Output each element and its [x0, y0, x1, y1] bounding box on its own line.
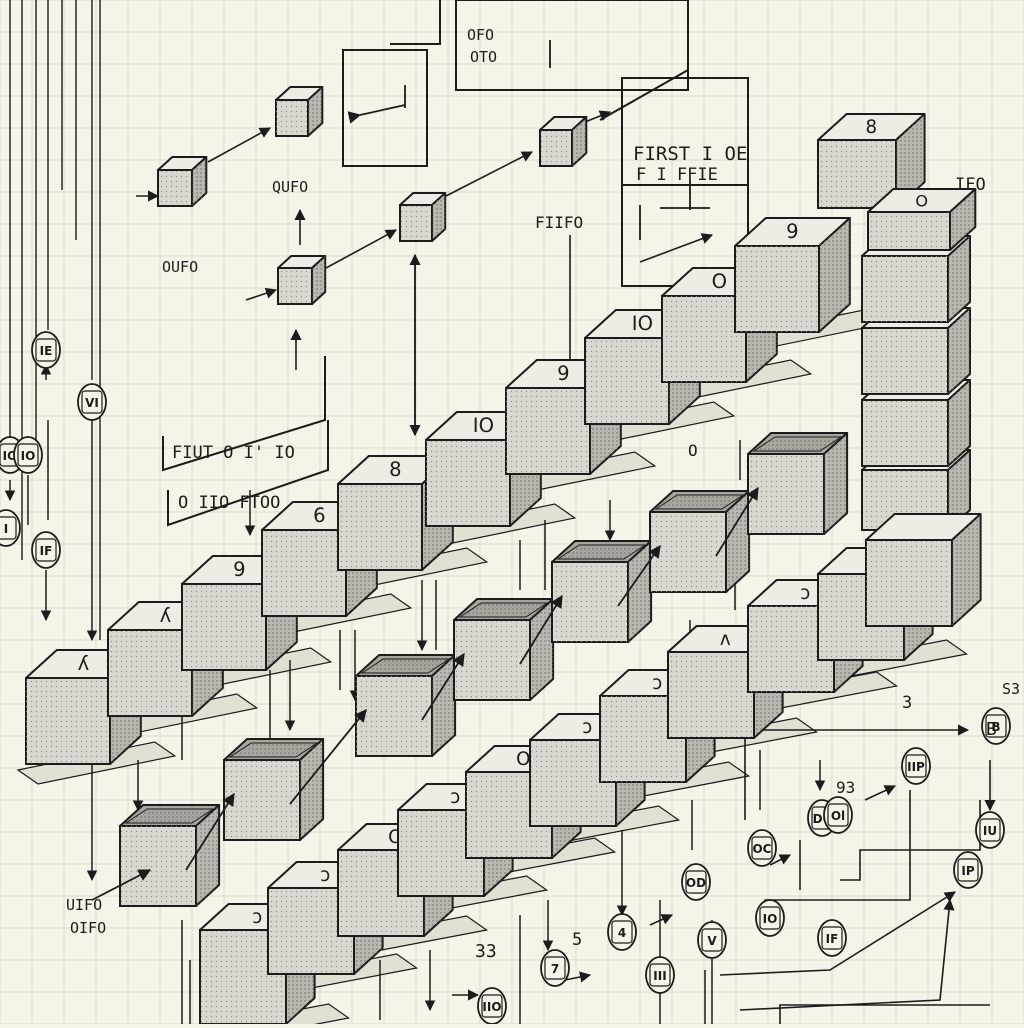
label-oto-top: OTO — [470, 48, 497, 66]
back-row-cube-7-label: 9 — [557, 362, 569, 385]
back-row-cube-10-label: 9 — [786, 220, 798, 243]
bottom-tag-15: IU — [976, 812, 1004, 848]
left-tag-1: IE — [32, 332, 60, 368]
label-first-line1: FIRST I OE — [633, 143, 747, 165]
label-qufo: QUFO — [272, 178, 308, 196]
bottom-tag-6: IO — [756, 900, 784, 936]
open-row-cube-4 — [454, 599, 553, 700]
top-stack-cube-2: O — [868, 189, 975, 250]
bottom-tag-9-label: Ol — [831, 809, 845, 823]
label-s3-mark: S3 — [1002, 680, 1020, 698]
left-tag-6: I — [0, 510, 20, 546]
label-num-33: 33 — [475, 941, 497, 962]
left-tag-5-label: IF — [40, 544, 53, 558]
bottom-tag-8-label: IIP — [907, 760, 925, 774]
open-row-cube-1 — [120, 805, 219, 906]
label-ofo-left: OUFO — [162, 258, 198, 276]
front-row-cube-1-label: ɔ — [252, 907, 262, 928]
open-row-cube-3 — [356, 655, 455, 756]
label-num-93: 93 — [836, 778, 855, 797]
bottom-tag-5: V — [698, 922, 726, 958]
open-row-cube-6 — [650, 491, 749, 592]
back-row-cube-8-label: IO — [632, 312, 653, 335]
bottom-tag-7: IF — [818, 920, 846, 956]
small-cube-2 — [276, 87, 322, 136]
bottom-tag-3: OC — [748, 830, 776, 866]
left-tag-2-label: VI — [85, 396, 99, 410]
bottom-tag-1-label: IIO — [482, 1000, 501, 1014]
left-tag-6-label: I — [4, 522, 8, 536]
bottom-tag-8: IIP — [902, 748, 930, 784]
label-num-5: 5 — [572, 930, 582, 950]
label-fifo-box: O IIO FTOO — [178, 493, 280, 513]
front-row-cube-6-label: ɔ — [582, 717, 592, 738]
bottom-tag-2-label: OD — [686, 876, 706, 890]
front-row-cube-9-label: ɔ — [800, 583, 810, 604]
bottom-tag-10-label: 4 — [618, 926, 626, 940]
small-cube-4 — [400, 193, 445, 241]
front-row-cube-5-label: O — [516, 749, 530, 770]
label-fifo-mid: FIIFO — [535, 213, 583, 232]
label-ufo-bottom-1: UIFO — [66, 896, 102, 914]
label-first-line2: F I FFIE — [636, 165, 718, 185]
bottom-tag-10: 4 — [608, 914, 636, 950]
back-row-cube-10: 9 — [735, 218, 850, 332]
bottom-tag-1: IIO — [478, 988, 506, 1024]
small-cube-5 — [278, 256, 325, 304]
bottom-tag-9: Ol — [824, 797, 852, 833]
bottom-tag-7-label: IF — [826, 932, 839, 946]
back-row-cube-1-label: ʎ — [78, 652, 90, 675]
bottom-tag-12: III — [646, 957, 674, 993]
bottom-tag-6-label: IO — [763, 912, 778, 926]
small-cube-1 — [158, 157, 206, 206]
bottom-tag-11: 7 — [541, 950, 569, 986]
open-row-cube-5 — [552, 541, 651, 642]
bottom-tag-2: OD — [682, 864, 710, 900]
label-fiut-box: FIUT O I' IO — [172, 443, 295, 463]
left-tag-1-label: IE — [40, 344, 53, 358]
left-tag-2: VI — [78, 384, 106, 420]
bottom-tag-15-label: IU — [983, 824, 997, 838]
top-stack-cube-1-label: 8 — [866, 117, 878, 138]
bottom-tag-13: IP — [954, 852, 982, 888]
open-row-cube-2 — [224, 739, 323, 840]
bottom-tag-13-label: IP — [961, 864, 974, 878]
bottom-tag-12-label: III — [653, 969, 666, 983]
label-num-3: 3 — [902, 693, 912, 713]
bottom-tag-5-label: V — [707, 934, 717, 948]
back-row-cube-5-label: 8 — [389, 458, 401, 481]
back-row-cube-4-label: 6 — [313, 504, 325, 527]
back-row-cube-9-label: O — [712, 270, 727, 293]
front-row-cube-4-label: ɔ — [450, 787, 460, 808]
bottom-tag-3-label: OC — [752, 842, 771, 856]
front-row-cube-8-label: ʌ — [720, 629, 731, 650]
back-row-cube-2-label: ʎ — [160, 604, 172, 627]
back-row-cube-6-label: IO — [473, 414, 494, 437]
label-b-mark: B — [986, 719, 997, 740]
left-tag-4-label: IO — [21, 449, 36, 463]
label-ofo-top: OFO — [467, 26, 494, 44]
open-row-cube-7 — [748, 433, 847, 534]
top-stack-cube-2-label: O — [915, 192, 928, 211]
label-ufo-bottom-2: OIFO — [70, 919, 106, 937]
label-o-mark: O — [688, 441, 698, 460]
front-row-cube-11 — [866, 514, 981, 626]
front-row-cube-7-label: ɔ — [652, 673, 662, 694]
left-tag-5: IF — [32, 532, 60, 568]
label-ifo-right: IFO — [955, 175, 986, 195]
small-cube-3 — [540, 117, 586, 166]
front-row-cube-2-label: ɔ — [320, 865, 330, 886]
left-tag-4: IO — [14, 437, 42, 473]
back-row-cube-3-label: 9 — [233, 558, 245, 581]
bottom-tag-11-label: 7 — [551, 962, 559, 976]
